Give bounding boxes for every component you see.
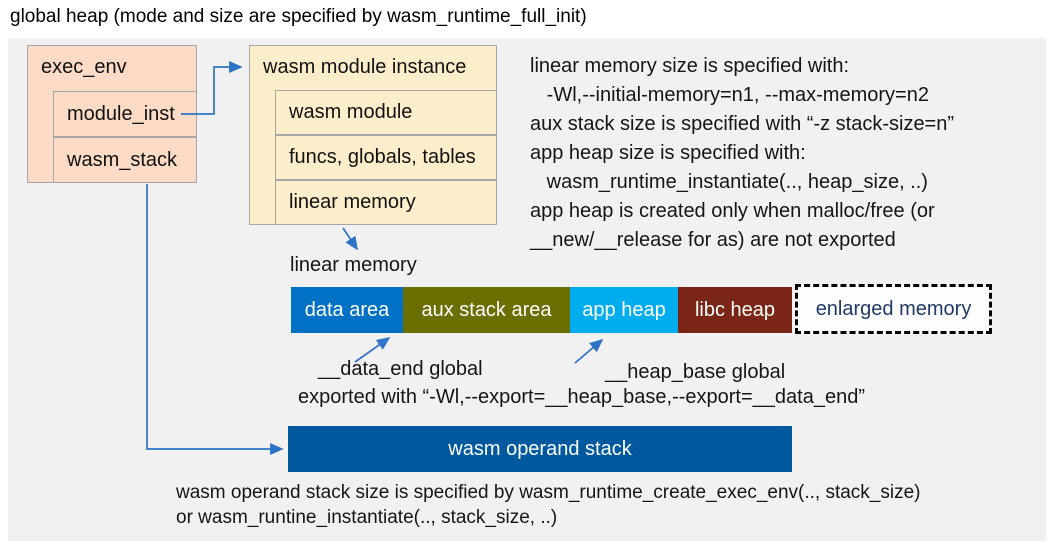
- notes-right: linear memory size is specified with: -W…: [530, 52, 954, 255]
- linear-memory-row-label: linear memory: [289, 191, 416, 213]
- instance-row-funcs-globals-tables: funcs, globals, tables: [275, 135, 497, 180]
- instance-row-linear-memory: linear memory: [275, 180, 497, 225]
- note-instantiate-call: wasm_runtime_instantiate(.., heap_size, …: [530, 171, 928, 193]
- operand-stack-bar: wasm operand stack: [288, 426, 792, 472]
- aux-stack-area-label: aux stack area: [421, 298, 552, 321]
- wasm-stack-label: wasm_stack: [67, 148, 178, 171]
- enlarged-memory-label: enlarged memory: [815, 297, 972, 320]
- operand-stack-label: wasm operand stack: [448, 437, 632, 460]
- segment-enlarged-memory: enlarged memory: [795, 284, 992, 334]
- diagram-title: global heap (mode and size are specified…: [10, 6, 587, 27]
- notes-bottom: wasm operand stack size is specified by …: [176, 480, 921, 530]
- data-end-global-label: __data_end global: [318, 358, 483, 380]
- libc-heap-label: libc heap: [694, 298, 776, 321]
- exec-env-header: exec_env: [41, 56, 127, 78]
- note-app-heap-created-2: __new/__release for as) are not exported: [530, 229, 896, 251]
- note-app-heap-size: app heap size is specified with:: [530, 142, 806, 164]
- instance-row-wasm-module: wasm module: [275, 90, 497, 135]
- exec-env-row-module-inst: module_inst: [53, 91, 197, 137]
- note-aux-stack-size: aux stack size is specified with “-z sta…: [530, 113, 955, 135]
- app-heap-label: app heap: [582, 298, 666, 321]
- note-operand-stack-size-2: or wasm_runtine_instantiate(.., stack_si…: [176, 507, 558, 528]
- wasm-module-label: wasm module: [289, 101, 413, 123]
- note-app-heap-created-1: app heap is created only when malloc/fre…: [530, 200, 935, 222]
- exec-env-row-wasm-stack: wasm_stack: [53, 137, 197, 183]
- note-linker-flags: -Wl,--initial-memory=n1, --max-memory=n2: [530, 84, 929, 106]
- segment-data-area: data area: [291, 287, 403, 333]
- funcs-globals-tables-label: funcs, globals, tables: [289, 146, 476, 168]
- note-linear-memory-size: linear memory size is specified with:: [530, 55, 849, 77]
- segment-libc-heap: libc heap: [678, 287, 792, 333]
- heap-base-global-label: __heap_base global: [605, 361, 786, 383]
- exported-with-label: exported with “-Wl,--export=__heap_base,…: [298, 386, 865, 408]
- data-area-label: data area: [304, 298, 390, 321]
- linear-memory-caption: linear memory: [290, 254, 417, 276]
- note-operand-stack-size-1: wasm operand stack size is specified by …: [176, 482, 921, 503]
- segment-aux-stack-area: aux stack area: [403, 287, 570, 333]
- module-inst-label: module_inst: [67, 102, 175, 125]
- module-instance-header: wasm module instance: [263, 56, 467, 78]
- segment-app-heap: app heap: [570, 287, 678, 333]
